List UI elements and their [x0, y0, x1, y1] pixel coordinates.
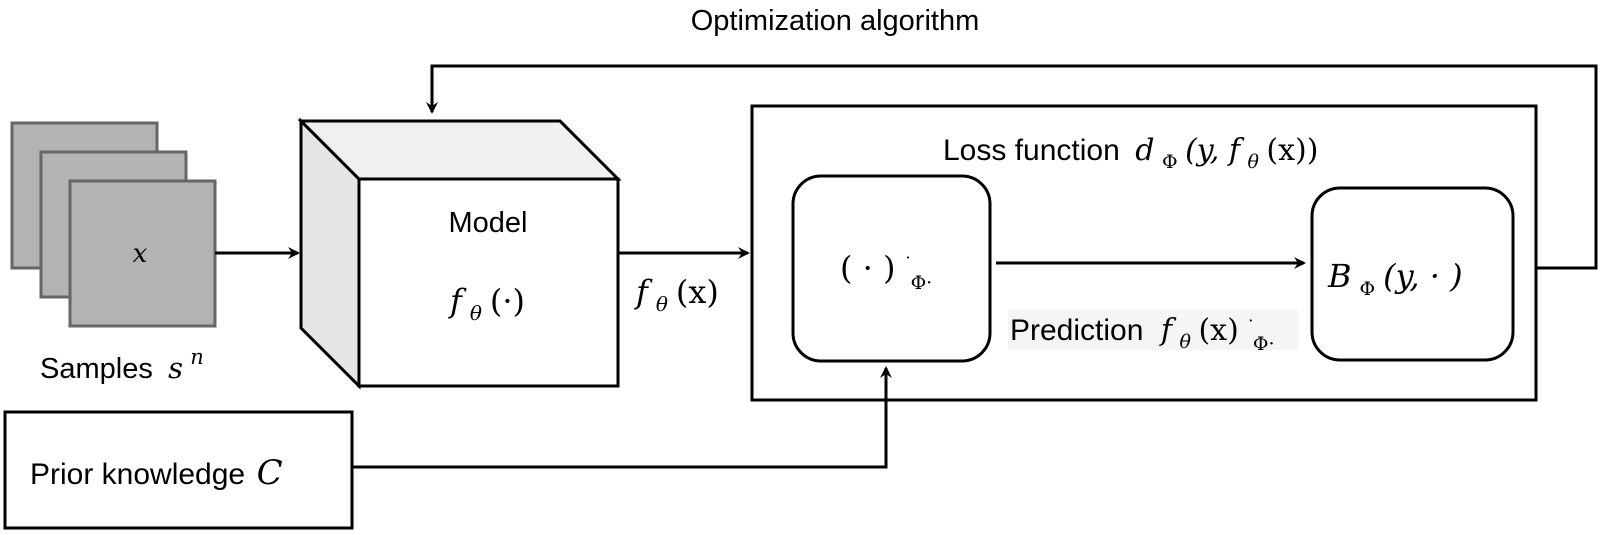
model-function-argument: (·)	[490, 282, 525, 320]
projection-expression: ( · ) · Φ·	[840, 234, 932, 294]
prediction-symbol: f	[1159, 313, 1177, 348]
prior-knowledge-text: Prior knowledge	[30, 458, 245, 491]
projection-superscript: ·	[905, 248, 910, 267]
loss-inner-symbol: f	[1227, 133, 1245, 168]
prior-knowledge-symbol: C	[257, 453, 283, 493]
prediction-label-text: Prediction	[1010, 314, 1143, 347]
loss-inner-subscript: θ	[1247, 151, 1259, 173]
projection-box	[791, 174, 992, 363]
loss-function-arg-open: (y,	[1185, 133, 1229, 168]
model-cube-front	[357, 177, 620, 388]
samples-label: Samples s n	[40, 345, 204, 385]
optimization-feedback-arrow	[426, 64, 1598, 270]
model-function: f θ (·)	[448, 282, 525, 327]
prior-knowledge-label: Prior knowledge C	[30, 453, 283, 493]
bregman-argument: (y, · )	[1383, 257, 1462, 295]
loss-function-title: Loss function d Φ (y, f θ (x))	[943, 133, 1318, 175]
model-output-subscript: θ	[656, 292, 668, 316]
model-cube-top	[297, 119, 622, 181]
model-label: Model	[449, 207, 528, 239]
samples-label-symbol: s	[168, 351, 183, 385]
model-output-argument: (x)	[676, 273, 719, 311]
prediction-subscript: θ	[1180, 331, 1192, 353]
prior-to-projection-arrow	[352, 366, 892, 469]
prior-knowledge-box	[3, 410, 354, 530]
bregman-box	[1310, 186, 1515, 362]
samples-stack: x	[10, 121, 217, 328]
loss-function-subscript: Φ	[1162, 151, 1178, 173]
prediction-argument: (x)	[1198, 313, 1238, 348]
prediction-label-background	[1008, 310, 1298, 350]
loss-function-label: Loss function	[943, 134, 1120, 167]
model-cube: Model f θ (·)	[297, 117, 622, 390]
prediction-label: Prediction f θ (x) · Φ·	[1010, 300, 1275, 355]
prediction-superscript: ·	[1248, 311, 1253, 330]
bregman-symbol: B	[1327, 257, 1352, 295]
loss-function-symbol: d	[1135, 133, 1154, 168]
optimization-algorithm-label: Optimization algorithm	[691, 5, 980, 37]
model-output-label: f θ (x)	[634, 273, 719, 318]
loss-function-box	[750, 104, 1538, 402]
model-output-symbol: f	[634, 273, 653, 311]
bregman-expression: B Φ (y, · )	[1327, 257, 1463, 302]
samples-label-text: Samples	[40, 353, 153, 385]
model-function-subscript: θ	[470, 301, 482, 325]
sample-symbol: x	[133, 239, 148, 269]
sample-card-front	[68, 179, 217, 328]
model-function-symbol: f	[448, 282, 467, 320]
prediction-projection-subscript: Φ·	[1253, 333, 1275, 355]
projection-expr: ( · )	[840, 249, 895, 287]
projection-subscript: Φ·	[911, 272, 933, 294]
bregman-subscript: Φ	[1360, 278, 1376, 300]
loss-inner-argument: (x))	[1266, 133, 1318, 168]
samples-label-superscript: n	[190, 345, 204, 369]
